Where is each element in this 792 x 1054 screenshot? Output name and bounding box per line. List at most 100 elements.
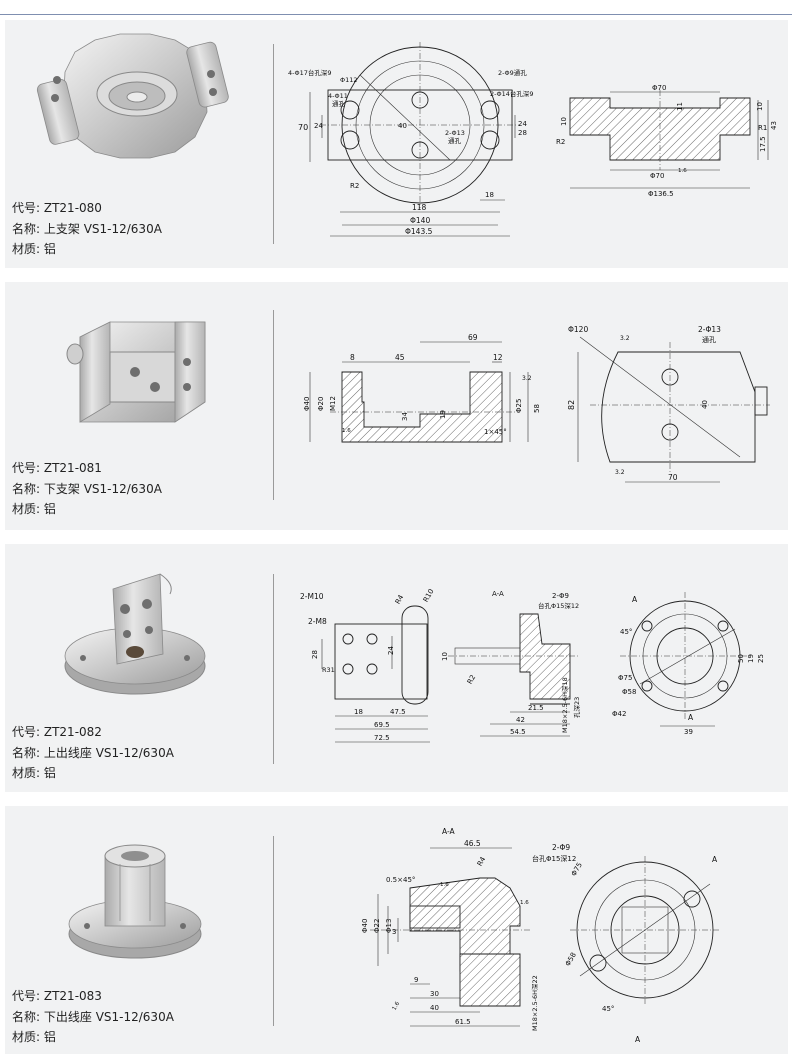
dim-label: 10 [756,102,764,111]
dim-label: 1.6 [520,900,529,906]
dim-label: 11 [676,102,684,111]
material-label: 材质: [12,242,41,256]
dim-label: 台孔Φ15深12 [538,601,579,610]
dim-label: Φ40 [361,919,369,933]
product-photo [66,321,206,423]
dim-label: 19 [747,654,755,663]
dim-label: 45 [395,353,405,362]
dim-label: A-A [442,827,456,836]
card-divider [273,44,274,244]
product-material: 铝 [43,242,56,256]
material-label: 材质: [12,1030,41,1044]
dim-label: 34 [401,412,409,421]
material-label: 材质: [12,502,41,516]
technical-drawing: A-A 46.5 2-Φ9 台孔Φ15深12 R4 0.5×45° 1.6 1.… [361,827,720,1044]
dim-label: 45° [602,1005,614,1013]
code-label: 代号: [12,725,41,739]
dim-label: R4 [394,593,406,606]
card-divider [273,310,274,500]
dim-label: 18 [354,708,363,716]
dim-label: 28 [311,650,319,659]
dim-label: R1 [758,124,767,132]
product-card-zt21-081: 代号: ZT21-081 名称: 下支架 VS1-12/630A 材质: 铝 6… [5,282,788,530]
dim-label: 通孔 [702,335,716,344]
product-card-zt21-082: 代号: ZT21-082 名称: 上出线座 VS1-12/630A 材质: 铝 … [5,544,788,792]
name-label: 名称: [12,745,41,760]
dim-label: Φ25 [515,399,523,413]
dim-label: Φ58 [564,951,578,967]
card-divider [273,574,274,764]
product-code: ZT21-083 [43,989,102,1003]
product-card-zt21-080: 代号: ZT21-080 名称: 上支架 VS1-12/630A 材质: 铝 4… [5,20,788,268]
card-divider [273,836,274,1026]
dim-label: 70 [668,473,678,482]
product-material: 铝 [43,766,56,780]
dim-label: Φ143.5 [405,227,433,236]
dim-label: Φ136.5 [648,190,674,198]
product-card-zt21-083: 代号: ZT21-083 名称: 下出线座 VS1-12/630A 材质: 铝 … [5,806,788,1054]
dim-label: 82 [567,400,576,410]
dim-label: 24 [387,646,395,655]
dim-label: 1.6 [678,168,687,174]
dim-label: 2-Φ13 [698,325,721,334]
dim-label: 2-Φ9通孔 [498,68,527,77]
dim-label: 3 [392,928,396,936]
dim-label: 2-M10 [300,592,324,601]
dim-label: 24 [314,122,323,130]
dim-label: 61.5 [455,1018,471,1026]
dim-label: 21.5 [528,704,544,712]
product-code: ZT21-081 [43,461,102,475]
dim-label: 45° [620,628,632,636]
dim-label: 1.6 [392,1001,402,1012]
product-meta: 代号: ZT21-082 名称: 上出线座 VS1-12/630A 材质: 铝 [12,722,174,784]
dim-label: 10 [441,652,449,661]
section-view: A-A 46.5 2-Φ9 台孔Φ15深12 R4 0.5×45° 1.6 1.… [361,827,576,1031]
dim-label: 1.6 [342,428,351,434]
dim-label: Φ70 [650,172,664,180]
dim-label: 19 [439,410,447,419]
product-name: 下出线座 VS1-12/630A [43,1009,174,1024]
dim-label: 42 [516,716,525,724]
dim-label: 4-Φ11 [328,92,348,100]
dim-label: M12 [329,396,337,411]
dim-label: 1.6 [440,882,449,888]
dim-label: Φ20 [317,397,325,411]
dim-label: 4-Φ17台孔深9 [288,68,332,77]
dim-label: A [635,1035,641,1044]
section-view: Φ70 10 11 10 R1 43 R2 17.5 Φ70 1.6 Φ136.… [556,84,778,198]
dim-label: 9 [414,976,418,984]
code-label: 代号: [12,461,41,475]
dim-label: R2 [350,182,359,190]
dim-label: R2 [556,138,565,146]
dim-label: Φ140 [410,216,430,225]
dim-label: 通孔 [332,99,346,108]
dim-label: 台孔Φ15深12 [532,854,576,863]
dim-label: Φ120 [568,325,588,334]
dim-label: 54.5 [510,728,526,736]
product-name: 上出线座 VS1-12/630A [43,745,174,760]
dim-label: Φ13 [385,919,393,933]
dim-label: R10 [422,588,436,604]
product-material: 铝 [43,502,56,516]
dim-label: Φ22 [373,919,381,933]
dim-label: Φ75 [570,861,584,877]
dim-label: Φ58 [622,688,636,696]
dim-label: M18×2.5-6H深18 [560,677,569,733]
dim-label: Φ75 [618,674,632,682]
dim-label: 58 [533,404,541,413]
product-name: 上支架 VS1-12/630A [43,221,162,236]
name-label: 名称: [12,1009,41,1024]
top-rule [0,14,792,15]
top-view: Φ75 A Φ58 45° A [564,855,720,1044]
section-view: A-A 2-Φ9 台孔Φ15深12 10 R2 M18×2.5-6H深18 孔深… [441,590,581,737]
dim-label: 30 [430,990,439,998]
dim-label: 40 [701,400,709,409]
dim-label: 39 [684,728,693,736]
technical-drawing: 69 8 45 12 3.2 Φ40 Φ20 M12 1.6 34 19 Φ25… [303,325,770,483]
dim-label: Φ40 [303,397,311,411]
dim-label: 2-M8 [308,617,327,626]
dim-label: A [632,595,638,604]
dim-label: 2-Φ9 [552,843,570,852]
technical-drawing: 2-M10 R4 R10 2-M8 28 R31 24 18 47.5 69.5… [300,588,765,743]
dim-label: 69.5 [374,721,390,729]
